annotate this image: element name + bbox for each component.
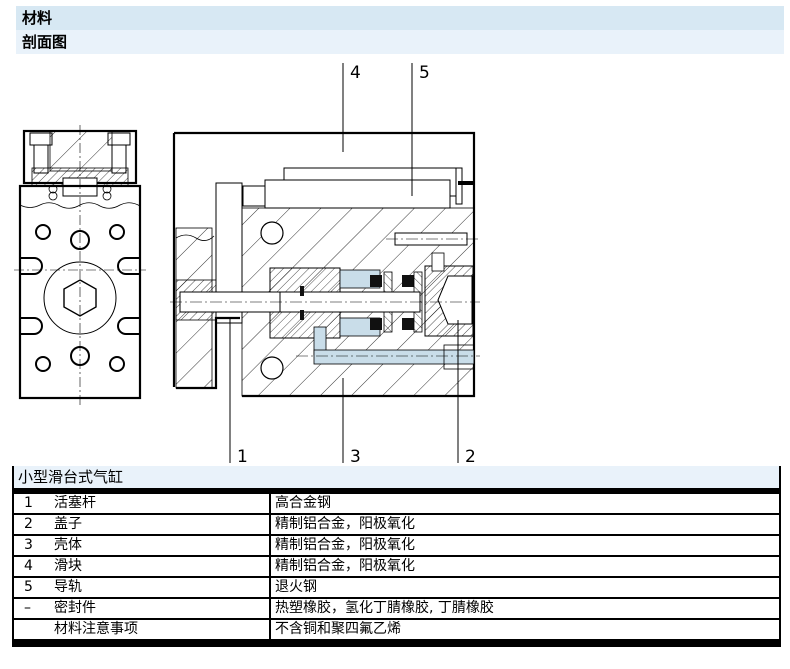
material-cell: 退火钢 bbox=[268, 576, 782, 599]
callout-3: 3 bbox=[350, 447, 361, 466]
table-row: 1 活塞杆 高合金钢 bbox=[12, 490, 782, 515]
part-number: 1 bbox=[24, 495, 33, 511]
section-header-cross-section: 剖面图 bbox=[16, 30, 784, 54]
cross-section-drawing: 4 5 1 3 2 bbox=[0, 56, 790, 466]
part-number: 5 bbox=[24, 579, 33, 595]
part-name: 壳体 bbox=[54, 537, 82, 553]
part-name: 滑块 bbox=[54, 558, 82, 574]
part-name: 盖子 bbox=[54, 516, 82, 532]
table-title-row: 小型滑台式气缸 bbox=[11, 466, 782, 494]
table-row: 3 壳体 精制铝合金，阳极氧化 bbox=[12, 534, 782, 557]
part-number: 3 bbox=[24, 537, 33, 553]
material-cell: 精制铝合金，阳极氧化 bbox=[268, 513, 782, 536]
part-name: 密封件 bbox=[54, 600, 96, 616]
part-number: 4 bbox=[24, 558, 33, 574]
callout-leaders bbox=[229, 63, 459, 463]
callout-2: 2 bbox=[465, 447, 476, 466]
callout-4: 4 bbox=[350, 63, 361, 83]
callout-5: 5 bbox=[419, 63, 430, 83]
materials-table: 小型滑台式气缸 1 活塞杆 高合金钢 2 盖子 精制铝合金，阳极氧化 3 壳体 精制铝… bbox=[11, 466, 782, 647]
part-name: 导轨 bbox=[54, 579, 82, 595]
part-cell: 3 壳体 bbox=[12, 534, 271, 557]
table-row: – 密封件 热塑橡胶，氢化丁腈橡胶, 丁腈橡胶 bbox=[12, 597, 782, 620]
table-row: 5 导轨 退火钢 bbox=[12, 576, 782, 599]
material-cell: 不含铜和聚四氟乙烯 bbox=[268, 618, 782, 647]
part-cell: 4 滑块 bbox=[12, 555, 271, 578]
part-name: 材料注意事项 bbox=[54, 621, 138, 637]
callout-1: 1 bbox=[237, 447, 248, 466]
part-cell: 5 导轨 bbox=[12, 576, 271, 599]
material-cell: 精制铝合金，阳极氧化 bbox=[268, 534, 782, 557]
part-number: – bbox=[24, 600, 31, 616]
section-title: 材料 bbox=[22, 9, 53, 27]
part-cell: 1 活塞杆 bbox=[12, 490, 271, 515]
section-header-materials: 材料 bbox=[16, 6, 784, 30]
part-cell: 材料注意事项 bbox=[12, 618, 271, 647]
part-name: 活塞杆 bbox=[54, 495, 96, 511]
section-subtitle: 剖面图 bbox=[22, 33, 68, 51]
part-number: 2 bbox=[24, 516, 33, 532]
material-cell: 精制铝合金，阳极氧化 bbox=[268, 555, 782, 578]
end-view bbox=[14, 125, 146, 405]
table-row: 4 滑块 精制铝合金，阳极氧化 bbox=[12, 555, 782, 578]
part-cell: – 密封件 bbox=[12, 597, 271, 620]
table-row: 2 盖子 精制铝合金，阳极氧化 bbox=[12, 513, 782, 536]
material-cell: 热塑橡胶，氢化丁腈橡胶, 丁腈橡胶 bbox=[268, 597, 782, 620]
main-section bbox=[170, 131, 480, 398]
material-cell: 高合金钢 bbox=[268, 490, 782, 515]
part-cell: 2 盖子 bbox=[12, 513, 271, 536]
table-row: 材料注意事项 不含铜和聚四氟乙烯 bbox=[12, 618, 782, 647]
table-title: 小型滑台式气缸 bbox=[11, 466, 782, 494]
